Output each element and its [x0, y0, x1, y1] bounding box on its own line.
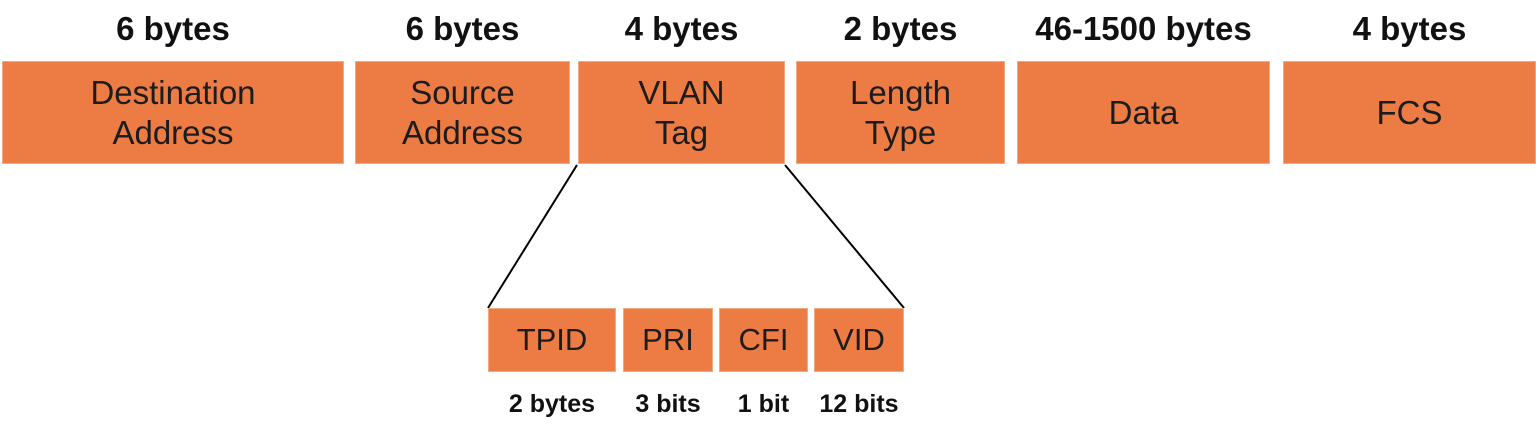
size-label-length-type: 2 bytes: [843, 10, 958, 47]
vlan-subfield-box-vid: VID: [814, 308, 904, 372]
field-label-line: VLAN: [638, 73, 725, 111]
vlan-subfield-box-cfi: CFI: [719, 308, 808, 372]
field-box-destination-address: Destination Address: [2, 61, 344, 164]
field-label-line: FCS: [1376, 93, 1443, 131]
field-box-data: Data: [1017, 61, 1270, 164]
field-label-line: Type: [864, 113, 937, 151]
expansion-line-left: [487, 164, 578, 309]
field-box-source-address: Source Address: [355, 61, 570, 164]
field-label-line: Destination: [90, 73, 256, 111]
field-label-line: Address: [112, 113, 234, 151]
size-label-vlan-tag: 4 bytes: [624, 10, 739, 47]
field-label-line: Tag: [654, 113, 709, 151]
bit-label-cfi: 1 bit: [737, 389, 790, 418]
field-box-vlan-tag: VLAN Tag: [578, 61, 785, 164]
field-box-fcs: FCS: [1283, 61, 1536, 164]
field-label-line: Length: [850, 73, 951, 111]
field-label-line: Data: [1108, 93, 1179, 131]
size-label-data: 46-1500 bytes: [1035, 10, 1252, 47]
bit-label-pri: 3 bits: [635, 389, 701, 418]
field-label-line: Address: [401, 113, 524, 151]
bit-label-vid: 12 bits: [819, 389, 899, 418]
field-box-length-type: Length Type: [796, 61, 1005, 164]
size-label-destination-address: 6 bytes: [116, 10, 230, 47]
bit-label-tpid: 2 bytes: [508, 389, 596, 418]
field-label-line: Source: [410, 73, 515, 111]
size-label-source-address: 6 bytes: [405, 10, 520, 47]
vlan-subfield-box-pri: PRI: [623, 308, 713, 372]
vlan-subfield-box-tpid: TPID: [488, 308, 616, 372]
expansion-line-right: [784, 164, 905, 309]
size-label-fcs: 4 bytes: [1352, 10, 1467, 47]
